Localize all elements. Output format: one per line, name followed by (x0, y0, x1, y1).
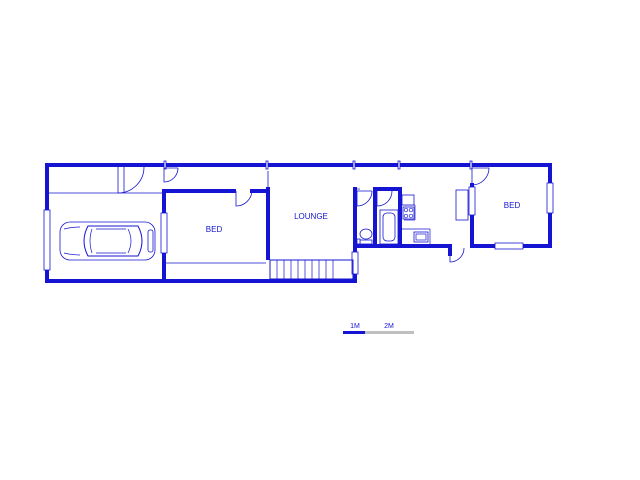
kitchen-fixtures (401, 194, 429, 243)
scale-bar-light (365, 331, 414, 334)
door-bed2 (471, 167, 490, 186)
window-bed2-right (546, 182, 554, 214)
doors (117, 166, 490, 263)
room-labels: BED LOUNGE BED (206, 201, 521, 234)
door-kitchen (356, 190, 373, 207)
staircase (269, 259, 354, 280)
window-bed1-left (160, 212, 168, 254)
wall-ticks (163, 160, 473, 170)
interior-walls (162, 183, 474, 283)
window-bed2-bottom (494, 242, 524, 250)
stove-icon (402, 206, 415, 220)
room-label-bed-2: BED (504, 201, 521, 210)
scale-label-1m: 1M (350, 323, 360, 330)
door-garage (117, 166, 145, 194)
bath-fixtures (356, 209, 399, 245)
door-garage-inner (163, 167, 179, 183)
room-label-bed-1: BED (206, 225, 223, 234)
scale-bar: 1M 2M (343, 323, 414, 334)
toilet-icon (359, 228, 373, 245)
window-garage-left (43, 209, 51, 271)
room-label-lounge: LOUNGE (294, 212, 328, 221)
sink-icon (413, 231, 429, 243)
scale-label-2m: 2M (384, 323, 394, 330)
door-passage (449, 247, 465, 263)
windows (43, 182, 554, 275)
door-bathroom (376, 190, 393, 207)
window-bed2-left (468, 186, 476, 216)
door-bed1 (235, 190, 253, 207)
car-icon (59, 221, 156, 261)
window-passage-top (455, 189, 469, 221)
scale-bar-dark (343, 331, 365, 334)
window-lounge-right (351, 251, 359, 275)
